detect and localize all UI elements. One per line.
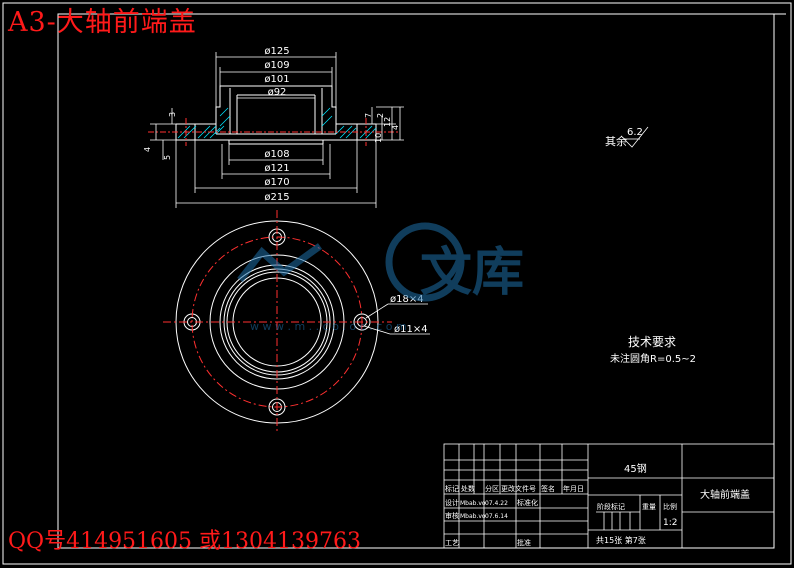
header-cell-zone: 分区: [485, 484, 499, 493]
section-centerlines: [148, 118, 400, 146]
right-side-dims: [371, 106, 404, 141]
process-label: 工艺: [445, 539, 459, 547]
watermark: 文库 w w w . m . . c o . o c . c o m: [237, 222, 524, 333]
dim-left-5: 5: [163, 155, 172, 160]
surface-finish-value: 6.2: [627, 127, 643, 138]
dim-d215: ø215: [264, 192, 289, 203]
standard-label: 标准化: [517, 498, 538, 507]
dim-right-7: 7: [364, 113, 373, 118]
dim-right-4: 4: [391, 125, 400, 130]
inner-frame: [57, 13, 775, 549]
scale-value: 1:2: [663, 518, 677, 528]
document-title-overlay: A3-大轴前端盖: [8, 7, 197, 38]
hole-callout-18: ø18×4: [390, 294, 424, 305]
hole-callout-11: ø11×4: [394, 324, 428, 335]
title-block-grid: [443, 443, 775, 549]
notes-line-1: 未注圆角R=0.5~2: [610, 352, 696, 365]
design-label: 设计: [445, 498, 459, 507]
watermark-url: w w w . m . . c o . o c . c o m: [250, 320, 407, 333]
surface-finish-symbol: 其余 6.2: [605, 126, 649, 148]
top-dimension-lines: [215, 52, 337, 107]
dim-d109: ø109: [264, 60, 289, 71]
header-cell-mark: 标记: [445, 484, 459, 493]
dim-d108: ø108: [264, 149, 289, 160]
dim-d92: ø92: [268, 87, 287, 98]
design-date: 07.4.22: [485, 500, 508, 507]
dim-right-12: 12: [383, 117, 392, 127]
dim-left-3: 3: [168, 112, 177, 117]
bolt-hole-right: [353, 313, 371, 331]
dim-d125: ø125: [264, 46, 289, 57]
title-block-text: 标记 处数 分区 更改文件号 签名 年月日 设计 Mbab.vo 07.4.22…: [445, 462, 750, 547]
header-cell-date: 年月日: [563, 484, 584, 493]
left-side-dims: [150, 108, 176, 160]
header-cell-changedoc: 更改文件号: [501, 484, 536, 493]
header-cell-count: 处数: [461, 484, 475, 493]
bolt-circle: [191, 236, 363, 408]
contact-overlay: QQ号414951605 或1304139763: [8, 529, 362, 554]
check-date: 07.6.14: [485, 513, 508, 520]
check-name: Mbab.vo: [460, 513, 486, 520]
dim-left-4: 4: [143, 147, 152, 152]
sheet-info: 共15张 第7张: [596, 535, 646, 545]
top-dimension-labels: ø125 ø109 ø101 ø92: [264, 46, 289, 98]
dim-d101: ø101: [264, 74, 289, 85]
scale-label: 比例: [663, 502, 677, 511]
header-cell-signature: 签名: [541, 484, 555, 493]
design-name: Mbab.vo: [460, 500, 486, 507]
dim-right-10: 10: [374, 133, 383, 143]
approve-label: 批准: [517, 538, 531, 547]
surface-finish-prefix: 其余: [605, 134, 627, 148]
material-text: 45钢: [624, 462, 647, 475]
weight-label: 重量: [642, 503, 656, 511]
hole-leaders: [363, 303, 430, 335]
check-label: 审核: [445, 511, 459, 520]
plan-centerlines: [163, 210, 392, 432]
bottom-dimension-labels: ø108 ø121 ø170 ø215: [264, 149, 289, 203]
dim-d170: ø170: [264, 177, 289, 188]
notes-heading: 技术要求: [628, 335, 676, 349]
watermark-text: 文库: [420, 243, 524, 303]
dim-right-2: 2: [376, 113, 385, 118]
stage-label: 阶段标记: [597, 502, 625, 511]
bottom-dimension-lines: [175, 140, 377, 208]
dim-d121: ø121: [264, 163, 289, 174]
part-name-text: 大轴前端盖: [700, 488, 750, 501]
